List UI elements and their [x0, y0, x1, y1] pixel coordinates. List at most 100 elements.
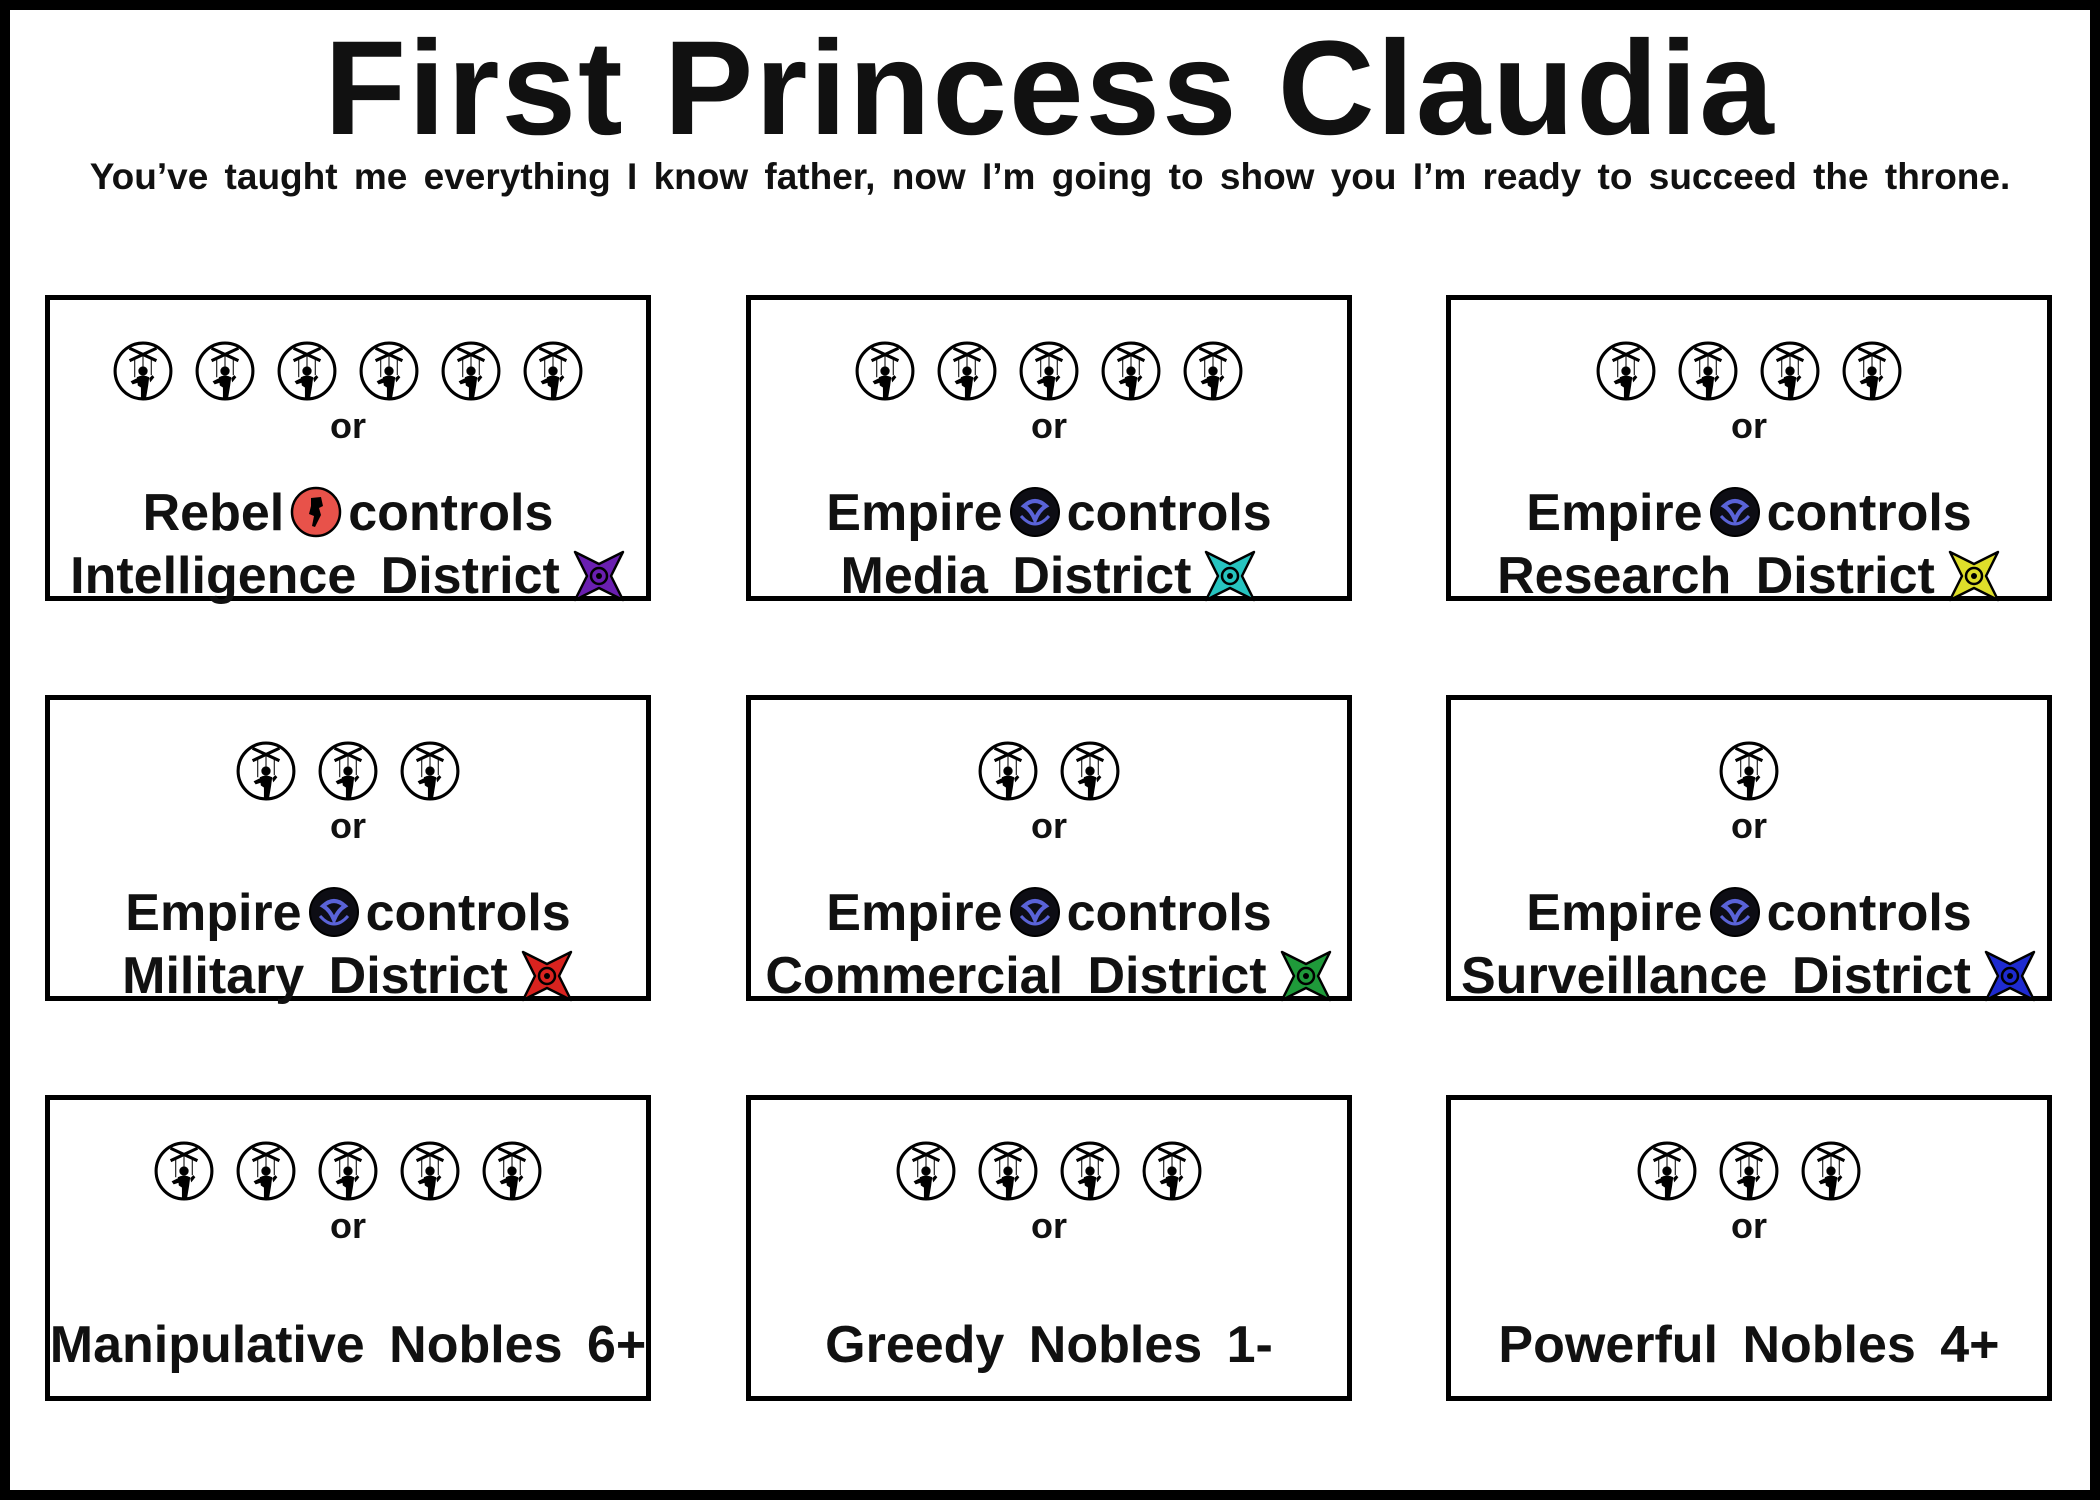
faction-name: Empire — [826, 884, 1003, 942]
page-title: First Princess Claudia — [324, 14, 1776, 163]
token-row — [751, 740, 1347, 804]
puppet-token-icon — [977, 740, 1039, 802]
faction-line: Rebel controls — [10, 482, 686, 544]
puppet-token-icon — [1595, 340, 1657, 402]
puppet-token-icon — [1759, 340, 1821, 402]
district-name: Media District — [840, 547, 1192, 605]
puppet-token-icon — [276, 340, 338, 402]
empire-emblem-icon — [1709, 886, 1761, 938]
research-district-icon — [1947, 549, 2001, 603]
or-label: or — [1731, 405, 1767, 446]
puppet-token-icon — [522, 340, 584, 402]
puppet-token-icon — [112, 340, 174, 402]
token-row — [50, 1140, 646, 1204]
puppet-token-icon — [1100, 340, 1162, 402]
district-line: Military District — [10, 945, 686, 1007]
nobles-condition: Powerful Nobles 4+ — [1498, 1316, 2000, 1374]
objective-card-powerful[interactable]: or Powerful Nobles 4+ — [1446, 1095, 2052, 1401]
rebel-fist-icon — [290, 486, 342, 538]
puppet-token-icon — [1800, 1140, 1862, 1202]
nobles-condition: Greedy Nobles 1- — [825, 1316, 1273, 1374]
district-name: Commercial District — [765, 947, 1267, 1005]
puppet-token-icon — [1677, 340, 1739, 402]
district-line: Research District — [1411, 545, 2087, 607]
faction-name: Rebel — [142, 484, 285, 542]
controls-label: controls — [1766, 484, 1972, 542]
intelligence-district-icon — [572, 549, 626, 603]
token-row — [751, 1140, 1347, 1204]
puppet-token-icon — [153, 1140, 215, 1202]
district-name: Surveillance District — [1461, 947, 1971, 1005]
puppet-token-icon — [1182, 340, 1244, 402]
district-line: Commercial District — [711, 945, 1387, 1007]
puppet-token-icon — [977, 1140, 1039, 1202]
puppet-token-icon — [481, 1140, 543, 1202]
district-line: Media District — [711, 545, 1387, 607]
token-row — [1451, 340, 2047, 404]
empire-emblem-icon — [308, 886, 360, 938]
controls-label: controls — [1066, 484, 1272, 542]
token-row — [751, 340, 1347, 404]
puppet-token-icon — [1059, 1140, 1121, 1202]
puppet-token-icon — [1636, 1140, 1698, 1202]
controls-label: controls — [365, 884, 571, 942]
or-label: or — [330, 405, 366, 446]
flavor-text: You’ve taught me everything I know fathe… — [89, 156, 2011, 197]
objective-card-commercial[interactable]: or Empire controls Commercial District — [746, 695, 1352, 1005]
controls-label: controls — [1766, 884, 1972, 942]
controls-label: controls — [1066, 884, 1272, 942]
faction-name: Empire — [826, 484, 1003, 542]
or-label: or — [1731, 1205, 1767, 1246]
faction-name: Empire — [1526, 884, 1703, 942]
puppet-token-icon — [1841, 340, 1903, 402]
objective-card-military[interactable]: or Empire controls Military District — [45, 695, 651, 1005]
or-label: or — [330, 1205, 366, 1246]
puppet-token-icon — [399, 740, 461, 802]
token-row — [1451, 740, 2047, 804]
nobles-condition: Manipulative Nobles 6+ — [49, 1316, 647, 1374]
token-row — [50, 340, 646, 404]
puppet-token-icon — [235, 740, 297, 802]
district-name: Research District — [1497, 547, 1935, 605]
district-line: Intelligence District — [10, 545, 686, 607]
puppet-token-icon — [895, 1140, 957, 1202]
puppet-token-icon — [936, 340, 998, 402]
empire-emblem-icon — [1009, 886, 1061, 938]
objective-card-media[interactable]: or Empire controls Media District — [746, 295, 1352, 605]
puppet-token-icon — [1718, 740, 1780, 802]
empire-emblem-icon — [1009, 486, 1061, 538]
or-label: or — [1031, 405, 1067, 446]
faction-line: Empire controls — [711, 882, 1387, 944]
faction-name: Empire — [125, 884, 302, 942]
or-label: or — [330, 805, 366, 846]
puppet-token-icon — [235, 1140, 297, 1202]
puppet-token-icon — [317, 1140, 379, 1202]
puppet-token-icon — [1059, 740, 1121, 802]
objective-card-greedy[interactable]: or Greedy Nobles 1- — [746, 1095, 1352, 1401]
objective-card-surveillance[interactable]: or Empire controls Surveillance District — [1446, 695, 2052, 1005]
or-label: or — [1731, 805, 1767, 846]
commercial-district-icon — [1279, 949, 1333, 1003]
district-name: Military District — [122, 947, 508, 1005]
military-district-icon — [520, 949, 574, 1003]
controls-label: controls — [348, 484, 554, 542]
objective-card-manipulative[interactable]: or Manipulative Nobles 6+ — [45, 1095, 651, 1401]
faction-line: Empire controls — [1411, 882, 2087, 944]
or-label: or — [1031, 1205, 1067, 1246]
district-name: Intelligence District — [70, 547, 560, 605]
puppet-token-icon — [854, 340, 916, 402]
empire-emblem-icon — [1709, 486, 1761, 538]
faction-line: Empire controls — [711, 482, 1387, 544]
puppet-token-icon — [1718, 1140, 1780, 1202]
objective-card-research[interactable]: or Empire controls Research District — [1446, 295, 2052, 605]
faction-line: Empire controls — [10, 882, 686, 944]
surveillance-district-icon — [1983, 949, 2037, 1003]
objective-card-intelligence[interactable]: or Rebel controls Intelligence District — [45, 295, 651, 605]
faction-line: Empire controls — [1411, 482, 2087, 544]
token-row — [1451, 1140, 2047, 1204]
puppet-token-icon — [358, 340, 420, 402]
puppet-token-icon — [1141, 1140, 1203, 1202]
puppet-token-icon — [440, 340, 502, 402]
or-label: or — [1031, 805, 1067, 846]
